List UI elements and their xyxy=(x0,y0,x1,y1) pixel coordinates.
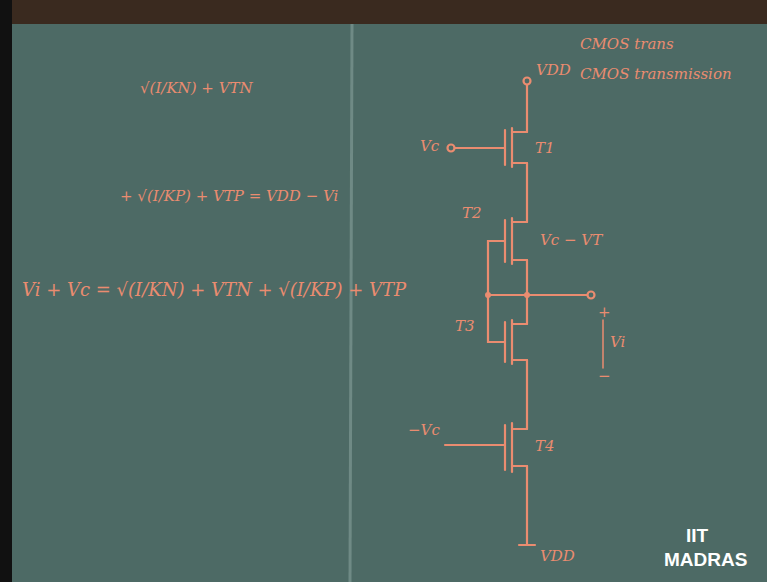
polarity-sign: + xyxy=(598,304,611,321)
cmos-circuit xyxy=(445,78,603,546)
polarity-sign: − xyxy=(598,368,611,385)
watermark: IIT xyxy=(686,526,708,547)
signal-name: Vc − VT xyxy=(540,232,602,249)
board-frame xyxy=(0,0,767,24)
supply-label: VDD xyxy=(540,548,575,565)
signal-name: Vi xyxy=(610,334,625,351)
note: CMOS transmission xyxy=(580,66,732,83)
board-seam xyxy=(350,24,352,582)
note: CMOS trans xyxy=(580,36,674,53)
signal-name: Vc xyxy=(420,138,439,155)
supply-label: VDD xyxy=(536,62,571,79)
signal-name: −Vc xyxy=(408,422,440,439)
board-edge xyxy=(0,0,12,582)
transistor-name: T2 xyxy=(462,205,482,222)
equation: + √(I/KP) + VTP = VDD − Vi xyxy=(120,188,338,205)
junction-dots xyxy=(485,292,530,298)
watermark: MADRAS xyxy=(664,550,747,571)
equation: √(I/KN) + VTN xyxy=(140,80,253,97)
transistor-name: T3 xyxy=(455,318,475,335)
transistor-name: T1 xyxy=(535,140,555,157)
transistor-name: T4 xyxy=(535,438,555,455)
equation: Vi + Vc = √(I/KN) + VTN + √(I/KP) + VTP xyxy=(22,280,406,300)
